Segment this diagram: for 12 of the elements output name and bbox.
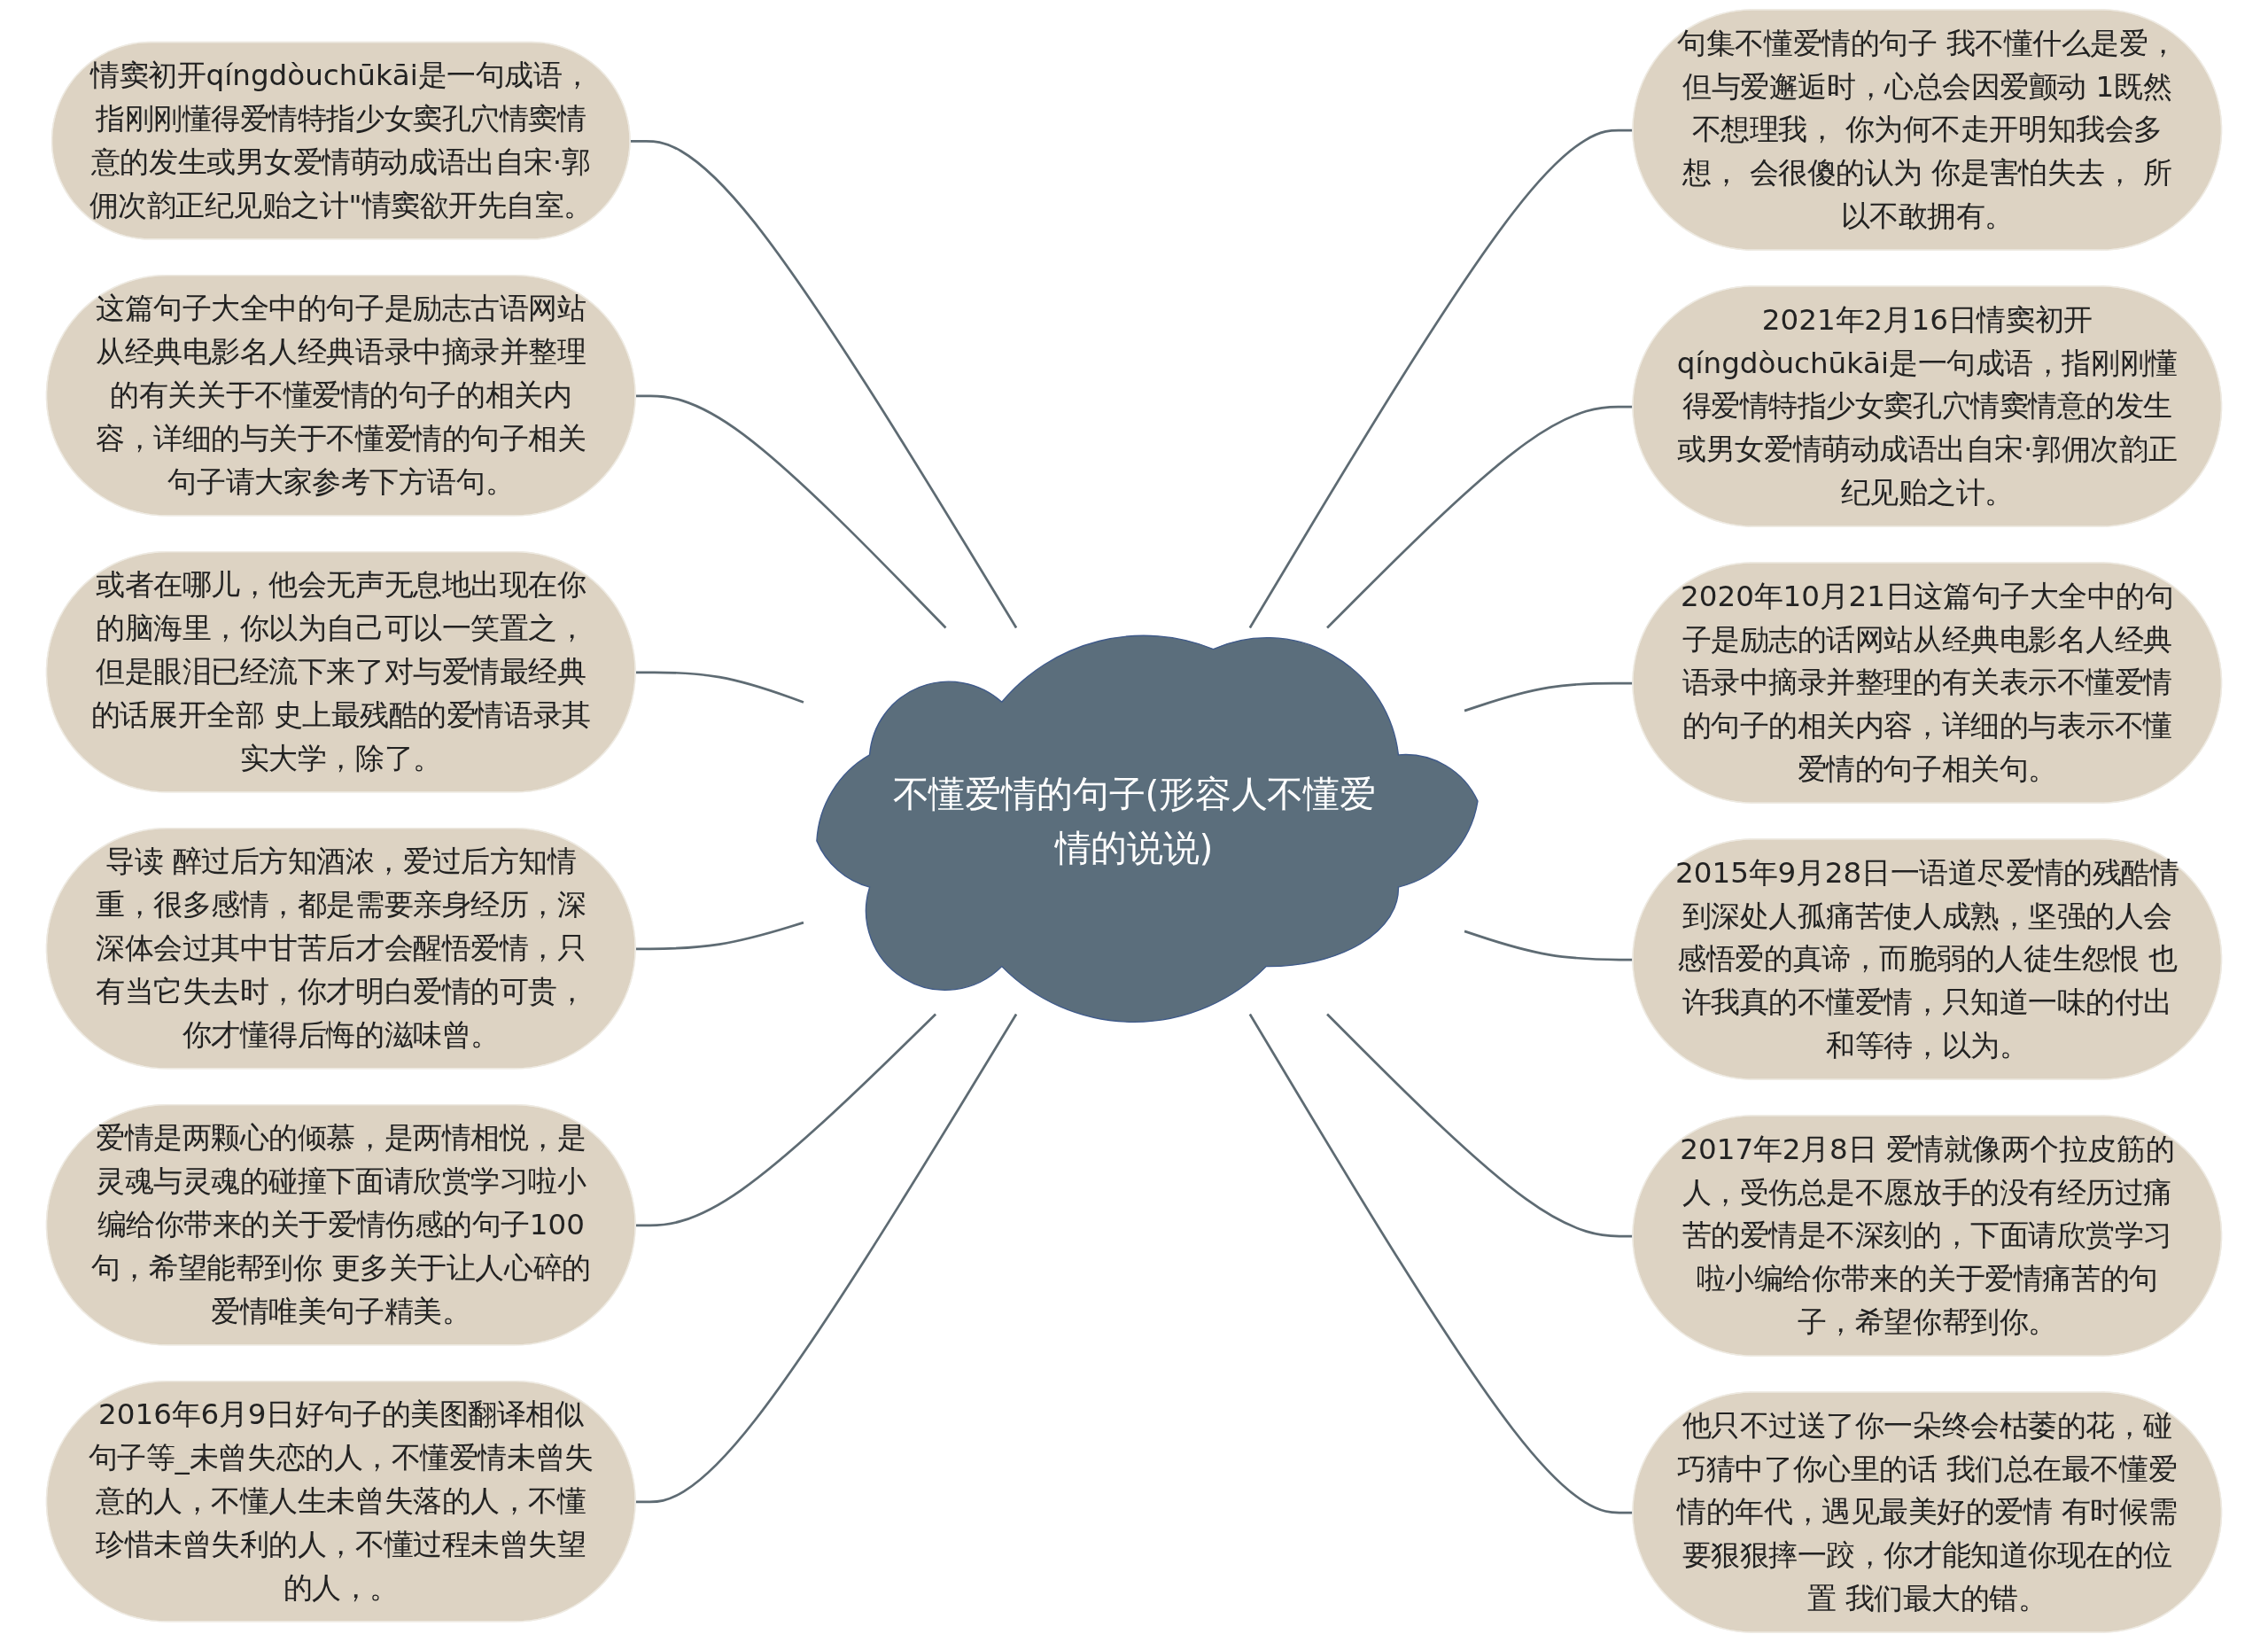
connector (1326, 1013, 1634, 1238)
connector (1326, 405, 1634, 629)
connector (635, 394, 947, 629)
connector (630, 139, 1018, 629)
connector (1248, 1013, 1634, 1514)
connector (635, 671, 804, 704)
connector (635, 921, 804, 951)
connector (1248, 128, 1634, 629)
connector (1464, 930, 1634, 961)
connector (1464, 681, 1634, 712)
connector (635, 1013, 937, 1227)
connector (635, 1013, 1018, 1504)
